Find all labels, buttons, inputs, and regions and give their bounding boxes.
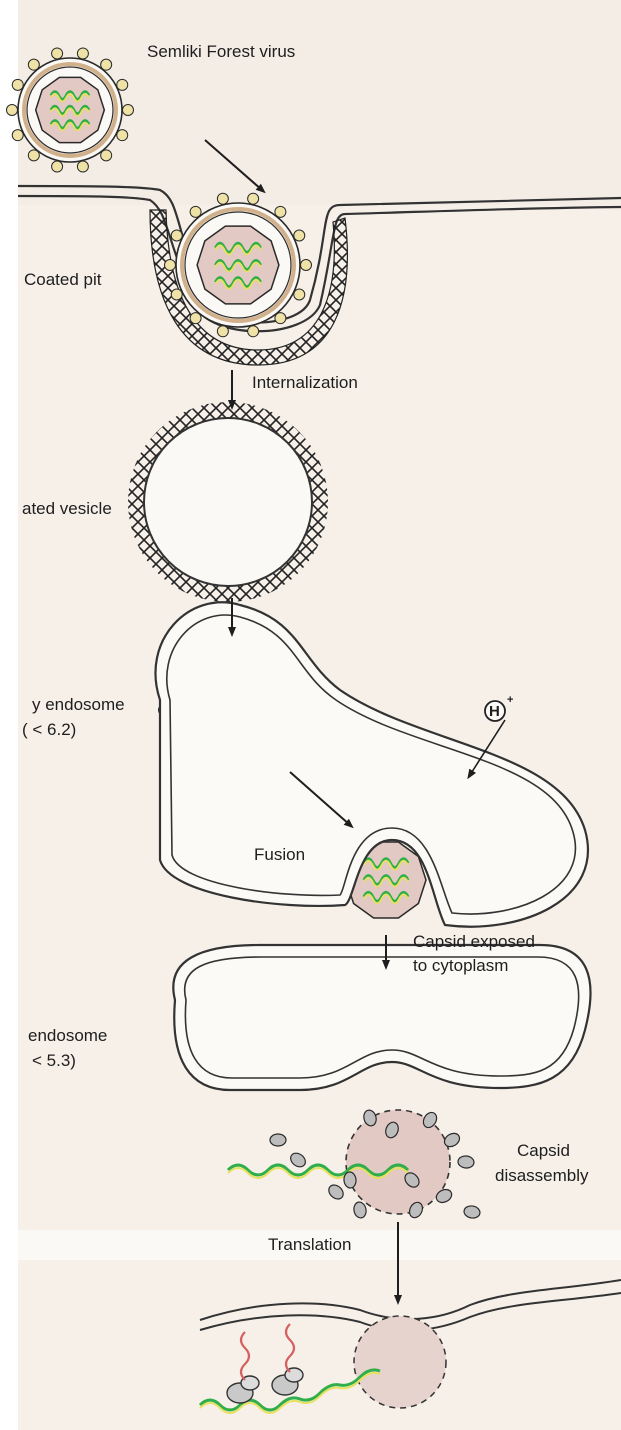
virus-label: Semliki Forest virus bbox=[147, 42, 295, 61]
spike-glycoprotein bbox=[171, 289, 182, 300]
capsid-disassembly-label-1: Capsid bbox=[517, 1141, 570, 1160]
spike-glycoprotein bbox=[123, 105, 134, 116]
coated-pit-label: Coated pit bbox=[24, 270, 102, 289]
spike-glycoprotein bbox=[28, 150, 39, 161]
spike-glycoprotein bbox=[117, 79, 128, 90]
spike-glycoprotein bbox=[248, 193, 259, 204]
fusion-label: Fusion bbox=[254, 845, 305, 864]
spike-glycoprotein bbox=[77, 161, 88, 172]
late-endosome-label: endosome bbox=[28, 1026, 107, 1045]
spike-glycoprotein bbox=[77, 48, 88, 59]
coated-vesicle-label: ated vesicle bbox=[22, 499, 112, 518]
spike-glycoprotein bbox=[7, 105, 18, 116]
spike-glycoprotein bbox=[165, 260, 176, 271]
spike-glycoprotein bbox=[248, 326, 259, 337]
late-endosome-ph-label: < 5.3) bbox=[32, 1051, 76, 1070]
translation-label: Translation bbox=[268, 1235, 351, 1254]
spike-glycoprotein bbox=[190, 313, 201, 324]
page-margin bbox=[0, 0, 18, 1430]
spike-glycoprotein bbox=[171, 230, 182, 241]
spike-glycoprotein bbox=[101, 150, 112, 161]
spike-glycoprotein bbox=[275, 313, 286, 324]
capsid-exposed-label-1: Capsid exposed bbox=[413, 932, 535, 951]
spike-glycoprotein bbox=[28, 59, 39, 70]
capsid-protein bbox=[270, 1134, 286, 1146]
capsid-exposed-label-2: to cytoplasm bbox=[413, 956, 508, 975]
spike-glycoprotein bbox=[275, 206, 286, 217]
capsid bbox=[36, 77, 105, 142]
capsid-disassembly-label-2: disassembly bbox=[495, 1166, 589, 1185]
spike-glycoprotein bbox=[217, 326, 228, 337]
spike-glycoprotein bbox=[12, 130, 23, 141]
capsid bbox=[197, 226, 279, 304]
proton-symbol: H bbox=[489, 703, 500, 720]
spike-glycoprotein bbox=[12, 79, 23, 90]
early-endosome-ph-label: ( < 6.2) bbox=[22, 720, 76, 739]
early-endosome-label: y endosome bbox=[32, 695, 125, 714]
internalization-label: Internalization bbox=[252, 373, 358, 392]
proton-charge: + bbox=[507, 694, 513, 706]
spike-glycoprotein bbox=[301, 260, 312, 271]
spike-glycoprotein bbox=[294, 230, 305, 241]
spike-glycoprotein bbox=[52, 161, 63, 172]
spike-glycoprotein bbox=[52, 48, 63, 59]
residual-capsid bbox=[354, 1316, 446, 1408]
coated-vesicle-membrane bbox=[144, 418, 312, 586]
spike-glycoprotein bbox=[294, 289, 305, 300]
spike-glycoprotein bbox=[190, 206, 201, 217]
spike-glycoprotein bbox=[101, 59, 112, 70]
spike-glycoprotein bbox=[117, 130, 128, 141]
spike-glycoprotein bbox=[217, 193, 228, 204]
